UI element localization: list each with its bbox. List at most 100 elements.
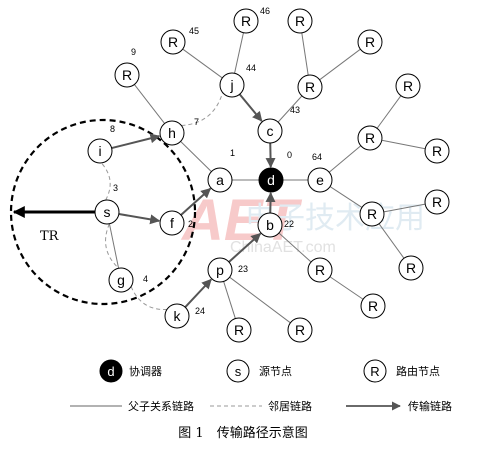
node-rc1-label: R [305, 79, 315, 95]
legend-source: s 源节点 [227, 360, 292, 382]
node-r45-number: 45 [189, 26, 199, 36]
parent-link-a-h [181, 141, 212, 171]
node-s-number: 3 [113, 183, 118, 193]
node-re3-label: R [403, 78, 413, 94]
node-d: d0 [259, 150, 292, 192]
node-rb1: R [308, 258, 332, 282]
legend-router-symbol: R [370, 364, 379, 379]
node-b-label: b [266, 217, 274, 233]
parent-link-rb1-rb2 [330, 277, 363, 300]
legend-transmit-link: 传输链路 [346, 399, 452, 413]
node-g-number: 4 [143, 274, 148, 284]
parent-link-p-rp2 [230, 277, 291, 323]
node-rb2: R [361, 294, 385, 318]
node-g-label: g [117, 272, 125, 288]
node-k-number: 24 [195, 306, 205, 316]
parent-link-j-r46 [235, 33, 244, 74]
parent-link-j-r45 [183, 49, 223, 78]
node-rt2: R [358, 30, 382, 54]
legend-parent-link: 父子关系链路 [70, 399, 194, 413]
node-re2-label: R [367, 206, 377, 222]
legend-neighbor-link: 邻居链路 [210, 399, 312, 413]
node-f-label: f [170, 215, 174, 231]
node-c-label: c [267, 123, 274, 139]
parent-link-rc1-rt1 [302, 33, 308, 75]
node-f-number: 2 [188, 219, 193, 229]
parent-link-p-rp1 [224, 281, 236, 318]
legend-coordinator: d 协调器 [100, 360, 162, 382]
node-d-label: d [267, 172, 275, 188]
node-r45-label: R [168, 34, 178, 50]
node-s: s3 [95, 183, 119, 224]
node-c-number: 43 [290, 105, 300, 115]
node-a: a1 [208, 148, 235, 192]
node-k: k 24 [165, 304, 205, 328]
transmit-link-k-p [185, 279, 211, 307]
watermark-logo: AET 电子技术应用 ChinaAET.com [180, 188, 425, 256]
neighbor-link-h-j [181, 92, 222, 125]
node-i-label: i [98, 143, 101, 159]
node-e-number: 64 [312, 152, 322, 162]
neighbor-link-s-g [106, 224, 119, 268]
legend-transmit-link-label: 传输链路 [408, 399, 452, 413]
node-rp1-label: R [234, 322, 244, 338]
node-re6: R [399, 256, 423, 280]
node-r46-number: 46 [260, 6, 270, 16]
legend-coordinator-symbol: d [107, 364, 114, 379]
legend: d 协调器 s 源节点 R 路由节点 父子关系链路 邻居链路 传输链路 [70, 360, 452, 413]
node-r9: R9 [115, 47, 139, 87]
legend-router-label: 路由节点 [396, 364, 440, 378]
parent-link-rc1-rt2 [320, 49, 361, 80]
node-re3: R [396, 74, 420, 98]
neighbor-link-s-i [101, 163, 110, 200]
node-rb1-label: R [315, 262, 325, 278]
node-re4: R [425, 139, 449, 163]
legend-coordinator-label: 协调器 [129, 364, 162, 378]
node-rp2: R [288, 318, 312, 342]
node-k-label: k [174, 308, 182, 324]
node-r9-label: R [122, 67, 132, 83]
node-a-number: 1 [230, 148, 235, 158]
node-i: i8 [88, 124, 115, 163]
node-rc1: R [298, 75, 322, 99]
node-h: h7 [160, 117, 199, 145]
node-c: c 43 [258, 105, 300, 143]
node-re5: R [425, 190, 449, 214]
node-rt2-label: R [365, 34, 375, 50]
node-r46: R46 [234, 6, 270, 33]
node-r45: R 45 [161, 26, 199, 54]
node-rb2-label: R [368, 298, 378, 314]
transmit-link-i-h [112, 136, 160, 148]
node-e: e 64 [308, 152, 332, 192]
node-p: p 23 [208, 258, 248, 282]
parent-link-re1-re4 [382, 140, 425, 148]
node-rp1: R [227, 318, 251, 342]
node-rp2-label: R [295, 322, 305, 338]
node-rt1-label: R [295, 13, 305, 29]
legend-source-label: 源节点 [259, 364, 292, 378]
node-j: j44 [220, 63, 256, 97]
node-a-label: a [216, 172, 224, 188]
parent-link-e-re1 [329, 146, 361, 173]
legend-source-symbol: s [235, 364, 242, 379]
parent-link-h-r9 [134, 84, 164, 123]
legend-parent-link-label: 父子关系链路 [128, 399, 194, 413]
transmit-link-j-c [240, 94, 262, 121]
node-d-number: 0 [287, 150, 292, 160]
node-s-label: s [104, 204, 111, 220]
node-re1: R [358, 126, 382, 150]
node-re1-label: R [365, 130, 375, 146]
node-j-number: 44 [246, 63, 256, 73]
node-re5-label: R [432, 194, 442, 210]
node-e-label: e [316, 172, 324, 188]
node-rt1: R [288, 9, 312, 33]
parent-link-re1-re3 [377, 96, 401, 129]
node-re4-label: R [432, 143, 442, 159]
node-p-number: 23 [238, 264, 248, 274]
parent-link-s-g [109, 224, 118, 268]
node-h-label: h [168, 125, 176, 141]
node-p-label: p [216, 262, 224, 278]
